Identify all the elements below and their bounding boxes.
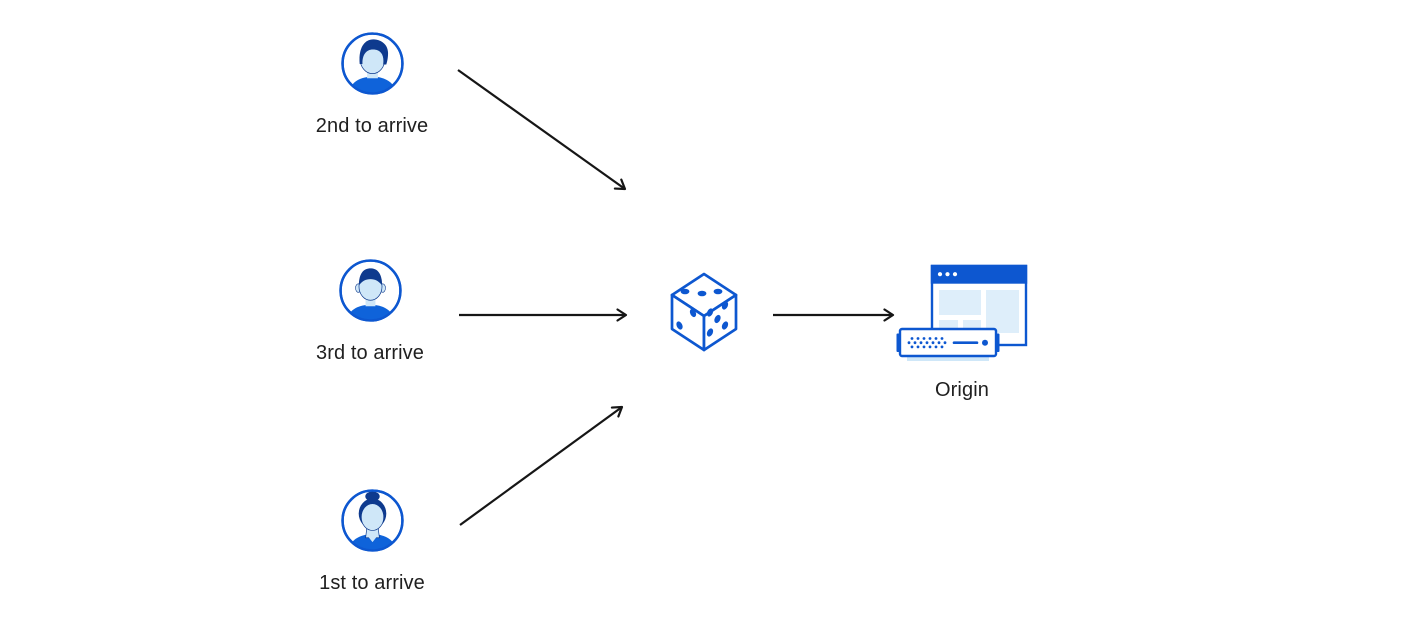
node-randomizer xyxy=(670,272,738,352)
origin-server-browser-icon xyxy=(896,264,1028,361)
server-vent-grille xyxy=(907,337,947,349)
edge-visitor-top-to-randomizer xyxy=(457,69,627,191)
node-visitor-3rd: 3rd to arrive xyxy=(280,258,460,365)
dice-icon xyxy=(670,272,738,352)
avatar-woman-bun-icon xyxy=(340,489,404,552)
node-visitor-1st: 1st to arrive xyxy=(282,488,462,595)
avatar-man-flattop-icon xyxy=(338,259,402,322)
node-origin: Origin xyxy=(896,264,1028,402)
edge-visitor-bottom-to-randomizer xyxy=(459,405,624,526)
node-label: 1st to arrive xyxy=(319,572,425,594)
avatar-man-quiff-icon xyxy=(340,32,404,95)
node-visitor-2nd: 2nd to arrive xyxy=(282,31,462,138)
node-label: Origin xyxy=(935,379,989,401)
node-label: 3rd to arrive xyxy=(315,342,424,364)
node-label: 2nd to arrive xyxy=(315,115,429,137)
